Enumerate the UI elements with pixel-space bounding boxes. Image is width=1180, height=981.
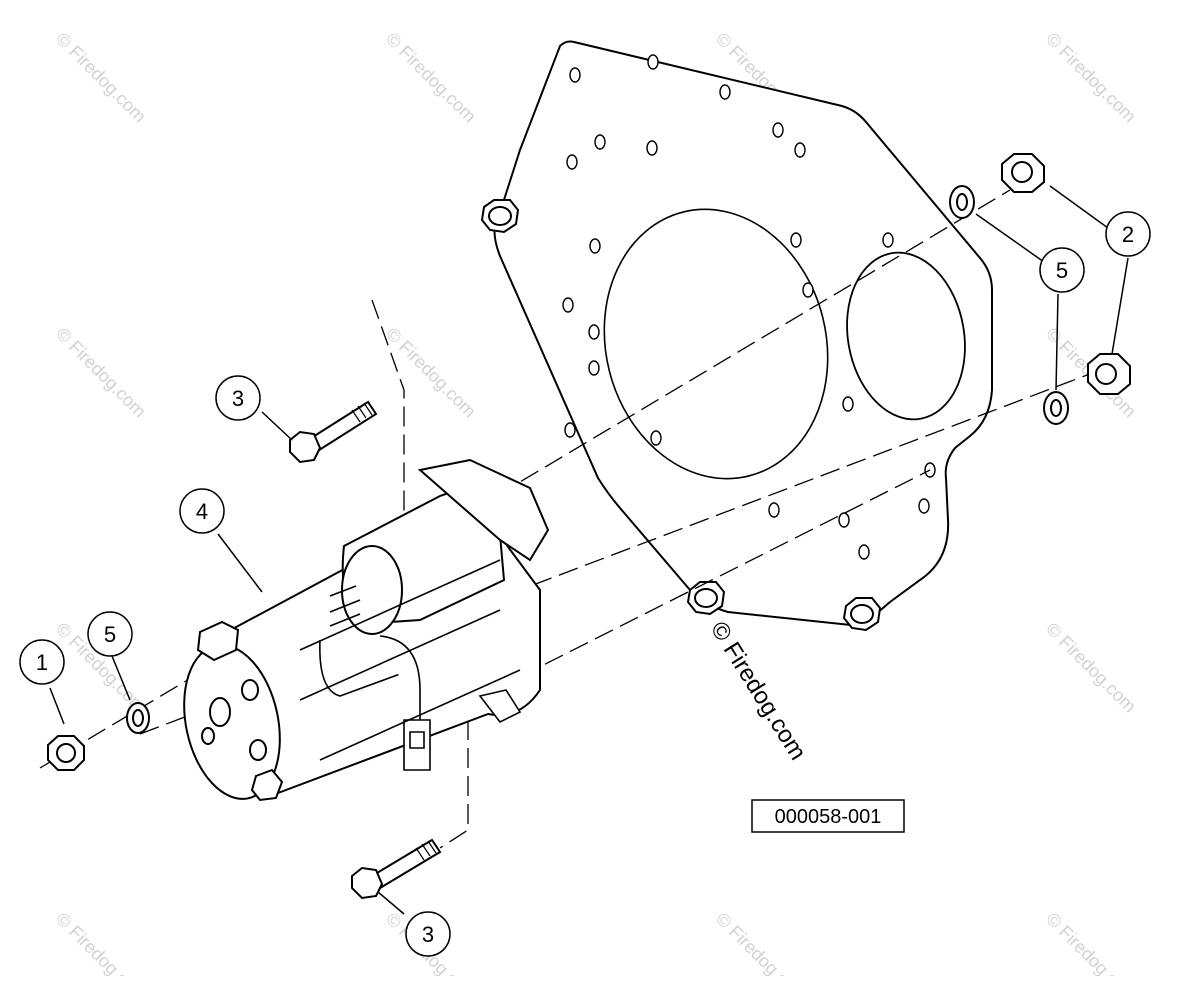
watermark: © Firedog.com: [1042, 29, 1140, 127]
callout-label: 3: [422, 922, 434, 947]
nut-left: [47, 735, 85, 771]
callout-label: 2: [1122, 222, 1134, 247]
watermark: © Firedog.com: [1042, 909, 1140, 976]
watermark: © Firedog.com: [382, 324, 480, 422]
leader-lines: [49, 185, 1129, 915]
watermark: © Firedog.com: [382, 29, 480, 127]
callout-label: 1: [36, 650, 48, 675]
nut-right-lower: [1087, 353, 1131, 395]
callout-2: 2: [1105, 211, 1151, 257]
callout-label: 5: [104, 622, 116, 647]
callout-5-right: 5: [1039, 247, 1085, 293]
watermark: © Firedog.com: [52, 324, 150, 422]
lock-washer-right-lower: [1043, 391, 1069, 425]
adapter-plate: [480, 40, 993, 632]
lock-washer-left: [126, 702, 150, 734]
watermark: © Firedog.com: [1042, 619, 1140, 717]
watermark: © Firedog.com: [52, 909, 150, 976]
watermark: © Firedog.com: [712, 909, 810, 976]
callout-1: 1: [19, 639, 65, 685]
watermark: © Firedog.com: [52, 29, 150, 127]
credit-text: © Firedog.com: [705, 617, 811, 765]
callout-3-upper: 3: [215, 375, 261, 421]
bolt-lower: [351, 838, 442, 900]
nut-right-upper: [1001, 153, 1045, 193]
callout-label: 3: [232, 386, 244, 411]
part-number-box: 000058-001: [751, 799, 905, 833]
bolt-upper: [289, 400, 378, 464]
callout-3-lower: 3: [405, 911, 451, 957]
callout-label: 4: [196, 499, 208, 524]
callout-4: 4: [179, 488, 225, 534]
callout-label: 5: [1056, 258, 1068, 283]
callout-5-left: 5: [87, 611, 133, 657]
part-number: 000058-001: [775, 806, 882, 828]
lock-washer-right-upper: [949, 185, 975, 219]
starter-motor: [183, 458, 550, 802]
